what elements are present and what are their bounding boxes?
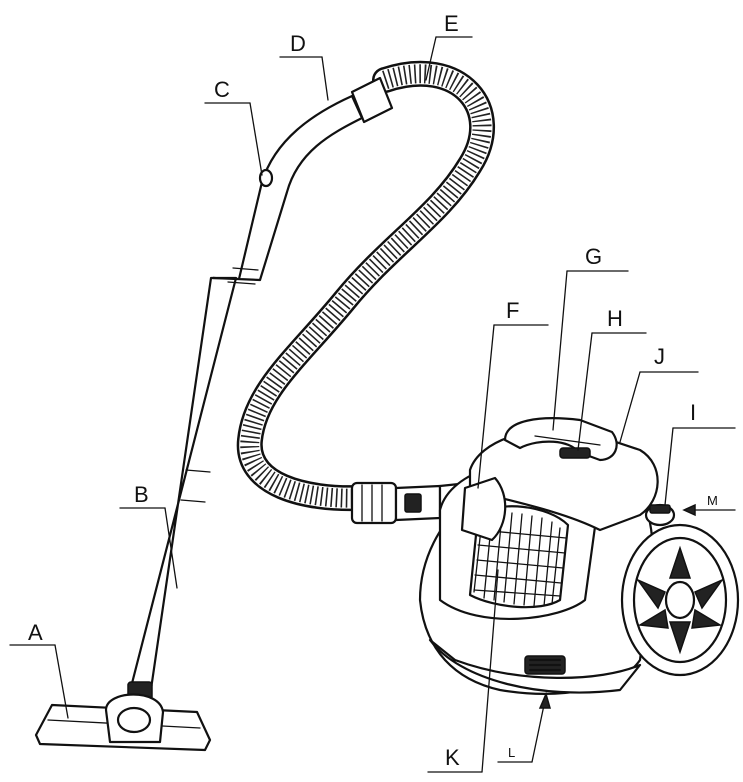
main-body: [418, 417, 676, 695]
callout-b: B: [134, 482, 149, 507]
callout-k: K: [445, 745, 460, 770]
filter-mesh: [473, 512, 567, 607]
callouts: A B C D E F G H J I: [9, 11, 736, 773]
callout-l: L: [508, 745, 515, 760]
callout-g: G: [585, 244, 602, 269]
floor-nozzle: [34, 693, 212, 752]
callout-c: C: [214, 77, 230, 102]
rear-wheel: [620, 523, 740, 677]
callout-a: A: [28, 620, 43, 645]
callout-m: M: [707, 493, 718, 508]
callout-f: F: [506, 298, 519, 323]
callout-d: D: [290, 31, 306, 56]
callout-j: J: [654, 344, 665, 369]
extension-tube: [127, 94, 364, 701]
callout-e: E: [444, 11, 459, 36]
callout-h: H: [607, 306, 623, 331]
callout-i: I: [690, 400, 696, 425]
